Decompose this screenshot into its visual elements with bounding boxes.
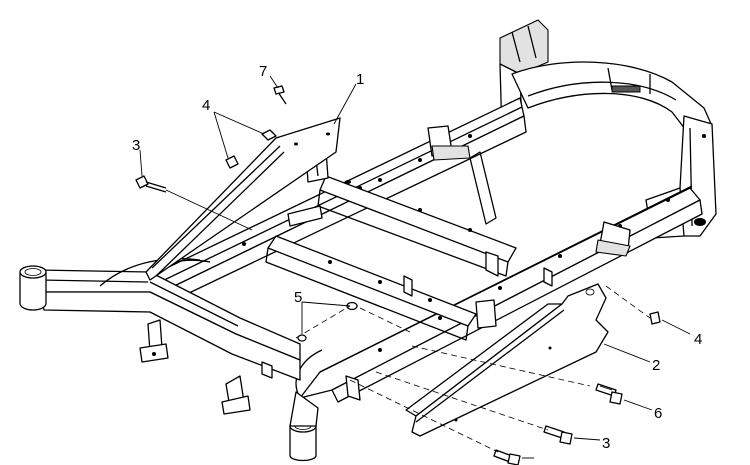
left-side-panel [145, 117, 341, 281]
callout-3-right: 3 [602, 435, 610, 452]
bolt-item-6 [595, 383, 623, 405]
bolt-item-3-right [543, 425, 573, 445]
callout-4-right: 4 [694, 331, 702, 348]
front-y-section [35, 258, 301, 381]
assembly-center-lines [295, 285, 651, 453]
callout-5: 5 [294, 289, 302, 306]
front-right-tube [289, 391, 319, 462]
nut-item-4-right [649, 311, 661, 325]
callouts: 7 1 4 3 5 4 2 6 3 [132, 63, 702, 452]
rear-crossmember [511, 61, 713, 139]
nut-item-4-upper [261, 129, 277, 141]
callout-2: 2 [652, 357, 660, 374]
callout-4-left: 4 [202, 97, 210, 114]
nut-item-4-lower [225, 155, 239, 169]
callout-3-left: 3 [132, 137, 140, 154]
nut-item-5-lower [297, 334, 307, 342]
inner-cross-member [287, 151, 497, 227]
callout-1: 1 [356, 71, 364, 88]
front-left-tube [19, 265, 47, 311]
bolt-item-7 [273, 85, 287, 105]
right-side-panel [405, 283, 609, 437]
upper-cross-channel [317, 175, 517, 277]
callout-7: 7 [259, 63, 267, 80]
leader-lines [139, 75, 691, 459]
fasteners [135, 85, 661, 465]
bolt-item-3-upper [135, 175, 253, 231]
bolt-item-3-bottom [493, 449, 521, 465]
callout-6: 6 [654, 405, 662, 422]
